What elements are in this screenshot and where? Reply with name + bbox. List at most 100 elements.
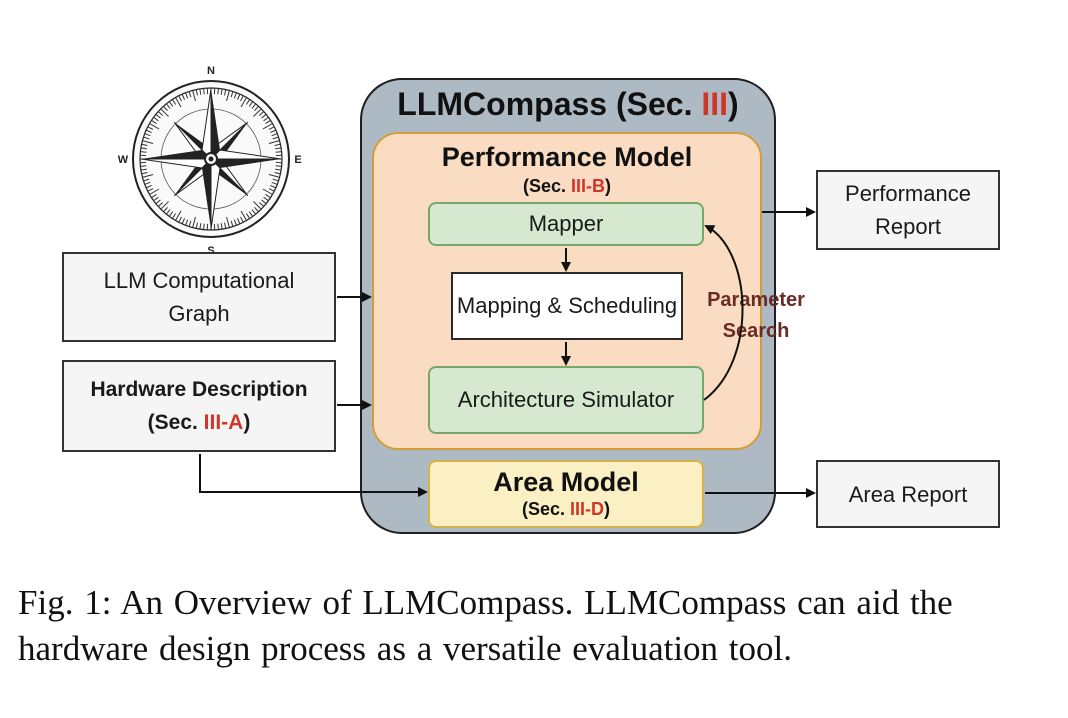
compass-tick	[181, 93, 186, 100]
compass-east: E	[294, 154, 301, 166]
compass-tick	[147, 126, 154, 130]
compass-tick	[258, 202, 265, 207]
llmcompass-title: LLMCompass (Sec. III)	[360, 84, 776, 124]
mapping-scheduling-box: Mapping & Scheduling	[451, 272, 683, 340]
compass-tick	[253, 201, 262, 210]
compass-tick	[268, 188, 275, 192]
compass-tick	[188, 220, 192, 227]
compass-tick	[275, 168, 282, 171]
compass-tick	[145, 184, 152, 189]
compass-tick	[153, 196, 159, 202]
performance-model-section: (Sec. III-B)	[372, 174, 762, 198]
compass-tick	[203, 88, 205, 95]
compass-tick	[153, 116, 159, 122]
arrow-parameter-search-loop	[703, 225, 744, 401]
compass-tick	[220, 223, 223, 230]
compass-tick	[149, 188, 160, 195]
compass-tick	[230, 220, 234, 227]
compass-tick	[274, 143, 281, 146]
llm-graph-label: LLM Computational Graph	[103, 268, 295, 326]
compass-tick	[248, 211, 254, 217]
compass-tick	[199, 88, 202, 95]
compass-tick	[175, 210, 182, 221]
compass-tick	[178, 216, 182, 223]
compass-tick	[217, 88, 219, 95]
compass-tick	[157, 202, 164, 207]
compass-tick	[147, 188, 154, 192]
compass-tick	[163, 206, 168, 213]
area-model-box: Area Model (Sec. III-D)	[428, 460, 704, 528]
compass-tick	[163, 105, 168, 112]
performance-report-box: Performance Report	[816, 170, 1000, 250]
compass-tick	[274, 172, 281, 175]
compass-tick	[233, 92, 237, 99]
compass-tick	[140, 168, 147, 171]
compass-tick	[160, 201, 169, 210]
llm-graph-box: LLM Computational Graph	[62, 252, 336, 342]
compass-tick	[185, 219, 189, 226]
compass-tick	[192, 90, 196, 102]
compass-tick	[168, 101, 174, 107]
compass-tick	[270, 184, 277, 189]
compass-tick	[271, 133, 278, 137]
compass-tick	[220, 88, 223, 95]
compass-tick	[195, 222, 198, 229]
compass-tick	[192, 216, 196, 228]
compass-south: S	[207, 245, 214, 257]
compass-tick	[165, 103, 171, 109]
compass-tick	[168, 211, 174, 217]
compass-tick	[143, 136, 150, 140]
compass-north: N	[207, 65, 215, 77]
compass-tick	[155, 199, 161, 205]
compass-tick	[224, 222, 227, 229]
compass-tick	[245, 213, 251, 219]
compass-rose-icon: N S E W	[118, 65, 302, 257]
compass-tick	[263, 116, 269, 122]
compass-tick	[199, 223, 202, 230]
area-model-sec-suffix: )	[604, 499, 611, 519]
compass-tick	[141, 143, 148, 146]
compass-tick	[261, 199, 267, 205]
compass-tick	[251, 209, 257, 215]
compass-tick	[140, 165, 147, 167]
compass-tick	[195, 89, 198, 96]
compass-tick	[251, 103, 257, 109]
compass-west: W	[118, 154, 129, 166]
compass-tick	[254, 105, 259, 112]
compass-tick	[275, 151, 282, 153]
compass-tick	[217, 223, 219, 230]
compass-tick	[265, 193, 271, 199]
compass-tick	[233, 219, 237, 226]
compass-tick	[165, 209, 171, 215]
compass-tick	[224, 89, 227, 96]
compass-tick	[240, 97, 247, 108]
performance-model-sec-suffix: )	[605, 175, 612, 196]
hardware-sec-suffix: )	[243, 411, 251, 434]
compass-tick	[245, 99, 251, 105]
architecture-simulator-box: Architecture Simulator	[428, 366, 704, 434]
compass-tick	[226, 216, 230, 228]
performance-model-title: Performance Model	[441, 141, 693, 172]
mapper-box: Mapper	[428, 202, 704, 246]
mapping-scheduling-label: Mapping & Scheduling	[456, 293, 678, 318]
compass-tick	[248, 101, 254, 107]
compass-tick	[240, 216, 244, 223]
compass-tick	[142, 174, 154, 178]
llmcompass-title-text: LLMCompass (Sec.	[397, 85, 702, 122]
compass-tick	[262, 123, 273, 130]
mapper-label: Mapper	[528, 211, 604, 236]
compass-tick	[226, 90, 230, 102]
figure-caption: Fig. 1: An Overview of LLMCompass. LLMCo…	[18, 583, 953, 668]
compass-tick	[236, 93, 241, 100]
hardware-sec-prefix: (Sec.	[147, 411, 204, 434]
compass-tick	[236, 218, 241, 225]
compass-tick	[275, 147, 282, 150]
compass-tick	[275, 165, 282, 167]
hardware-description-section: (Sec. III-A)	[148, 406, 251, 439]
compass-tick	[188, 91, 192, 98]
compass-tick	[261, 113, 267, 119]
compass-tick	[140, 147, 147, 150]
compass-tick	[240, 210, 247, 221]
compass-tick	[240, 95, 244, 102]
compass-tick	[171, 99, 177, 105]
